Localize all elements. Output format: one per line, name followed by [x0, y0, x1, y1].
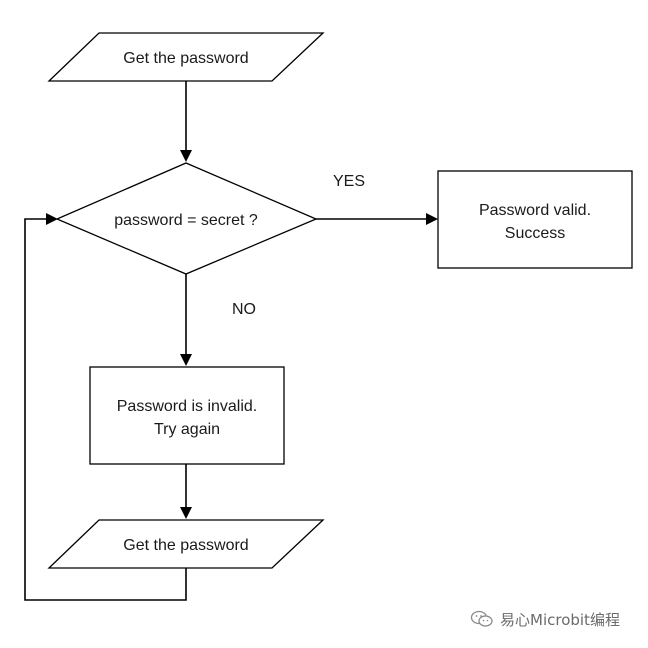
input-node-get-password-retry: Get the password	[47, 519, 325, 569]
success-node-line1: Password valid.	[479, 202, 591, 219]
yes-edge-label: YES	[333, 173, 365, 190]
edge-input-to-decision	[180, 81, 192, 162]
invalid-node-line1: Password is invalid.	[117, 398, 258, 415]
input-node-label: Get the password	[123, 50, 248, 67]
edge-invalid-to-input	[180, 464, 192, 519]
watermark: 易心Microbit编程	[470, 606, 620, 632]
input-node-get-password: Get the password	[47, 32, 325, 82]
decision-node-label: password = secret ?	[114, 212, 258, 229]
arrowhead	[426, 213, 438, 225]
success-box	[437, 170, 633, 269]
edge-line	[24, 218, 187, 601]
success-node: Password valid. Success	[437, 170, 633, 269]
success-node-line2: Success	[505, 225, 565, 242]
edge-loop-back-to-decision	[24, 213, 187, 601]
edge-decision-to-invalid: NO	[180, 274, 256, 366]
invalid-box	[89, 366, 285, 465]
watermark-text: 易心Microbit编程	[500, 610, 620, 629]
arrowhead	[180, 354, 192, 366]
no-edge-label: NO	[232, 301, 256, 318]
arrowhead	[46, 213, 58, 225]
invalid-node: Password is invalid. Try again	[89, 366, 285, 465]
invalid-node-line2: Try again	[154, 421, 220, 438]
arrowhead	[180, 507, 192, 519]
input-shape	[47, 519, 325, 569]
input-shape	[47, 32, 325, 82]
wechat-icon	[470, 610, 494, 628]
edge-decision-to-success: YES	[316, 173, 438, 225]
decision-node-password-check: password = secret ?	[55, 162, 318, 275]
arrowhead	[180, 150, 192, 162]
input-retry-node-label: Get the password	[123, 537, 248, 554]
